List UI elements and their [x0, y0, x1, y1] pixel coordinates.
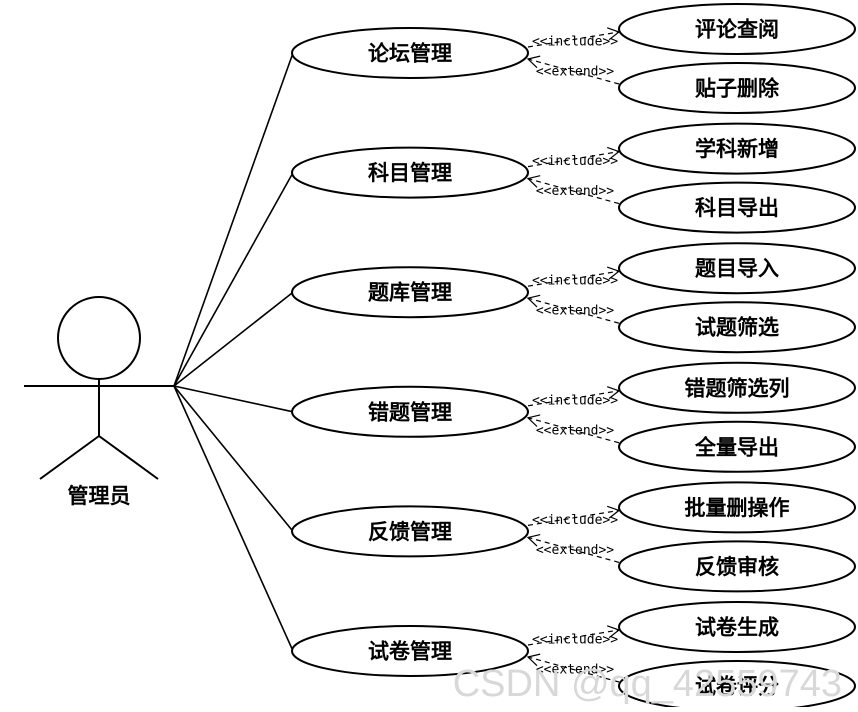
extend-dashed-line — [527, 178, 620, 205]
extend-use-case-label: 反馈审核 — [695, 554, 779, 579]
module-ellipse[interactable] — [291, 266, 529, 319]
module-ellipse[interactable] — [291, 505, 529, 558]
module-label: 论坛管理 — [368, 41, 452, 66]
include-arrowhead — [606, 146, 621, 160]
association-line — [173, 291, 294, 387]
include-use-case-label: 评论查阅 — [695, 17, 779, 42]
module-label: 科目管理 — [368, 160, 452, 185]
extend-stereotype: <<extend>> — [536, 543, 614, 558]
extend-stereotype: <<extend>> — [536, 304, 614, 319]
include-use-case-ellipse[interactable] — [618, 242, 856, 295]
include-arrowhead — [606, 505, 621, 519]
actor-label: 管理员 — [68, 483, 131, 508]
actor-left-leg — [39, 435, 100, 480]
extend-use-case-label: 试卷评分 — [695, 674, 779, 699]
extend-use-case-label: 试题筛选 — [695, 315, 779, 340]
include-use-case-label: 错题筛选列 — [685, 375, 790, 400]
extend-stereotype: <<extend>> — [536, 423, 614, 438]
extend-use-case-ellipse[interactable] — [618, 540, 856, 593]
include-arrowhead — [606, 386, 621, 399]
extend-use-case-ellipse[interactable] — [618, 62, 856, 114]
include-arrowhead — [606, 27, 621, 41]
module-ellipse[interactable] — [291, 146, 529, 199]
extend-arrowhead — [526, 175, 541, 188]
include-stereotype: <<include>> — [532, 274, 618, 289]
actor-figure: 管理员 — [24, 296, 174, 508]
extend-arrowhead — [526, 55, 541, 69]
extend-stereotype: <<extend>> — [536, 663, 614, 678]
actor-right-leg — [98, 435, 159, 480]
extend-use-case-label: 全量导出 — [694, 434, 779, 459]
module-ellipse[interactable] — [291, 385, 529, 438]
include-stereotype: <<include>> — [532, 154, 618, 169]
include-use-case-label: 学科新增 — [695, 136, 779, 161]
module-ellipse[interactable] — [291, 27, 529, 79]
include-use-case-ellipse[interactable] — [618, 361, 856, 414]
include-arrowhead — [606, 266, 621, 280]
include-use-case-ellipse[interactable] — [618, 601, 856, 653]
extend-arrowhead — [526, 533, 541, 547]
extend-arrowhead — [526, 414, 541, 427]
include-use-case-ellipse[interactable] — [618, 3, 856, 55]
include-stereotype: <<include>> — [532, 393, 618, 408]
include-dashed-line — [527, 151, 620, 168]
association-lines — [173, 52, 294, 652]
extend-use-case-ellipse[interactable] — [618, 420, 856, 473]
module-label: 错题管理 — [368, 399, 452, 424]
watermark: CSDN @qq_42559743 — [453, 663, 842, 705]
module-label: 试卷管理 — [368, 639, 452, 664]
include-dashed-line — [527, 31, 620, 48]
association-line — [173, 385, 294, 532]
include-use-case-label: 批量删操作 — [685, 495, 790, 520]
extend-arrowhead — [526, 653, 541, 667]
module-label: 题库管理 — [368, 280, 452, 305]
extend-stereotype: <<extend>> — [536, 65, 614, 80]
include-dashed-line — [527, 509, 620, 526]
include-stereotype: <<include>> — [532, 513, 618, 528]
extend-dashed-line — [527, 297, 620, 324]
include-use-case-ellipse[interactable] — [618, 122, 856, 175]
association-line — [173, 172, 294, 387]
include-arrowhead — [606, 625, 621, 639]
include-stereotype: <<include>> — [532, 633, 618, 648]
extend-use-case-ellipse[interactable] — [618, 181, 856, 234]
include-dashed-line — [527, 390, 620, 407]
extend-use-case-ellipse[interactable] — [618, 301, 856, 354]
extend-use-case-label: 科目导出 — [695, 195, 779, 220]
association-line — [173, 385, 294, 652]
include-use-case-label: 题目导入 — [695, 256, 779, 281]
include-use-case-label: 试卷生成 — [695, 615, 779, 640]
actor-head — [57, 296, 141, 380]
include-use-case-ellipse[interactable] — [618, 481, 856, 534]
extend-dashed-line — [527, 536, 620, 563]
extend-dashed-line — [527, 656, 620, 683]
module-label: 反馈管理 — [368, 519, 452, 544]
association-line — [173, 52, 294, 387]
extend-arrowhead — [526, 294, 541, 308]
extend-stereotype: <<extend>> — [536, 184, 614, 199]
extend-dashed-line — [527, 417, 620, 444]
include-stereotype: <<include>> — [532, 35, 618, 50]
association-line — [173, 385, 294, 413]
extend-use-case-label: 贴子删除 — [695, 76, 780, 101]
include-dashed-line — [527, 270, 620, 287]
extend-dashed-line — [527, 58, 620, 85]
module-ellipse[interactable] — [291, 625, 529, 677]
include-dashed-line — [527, 629, 620, 646]
